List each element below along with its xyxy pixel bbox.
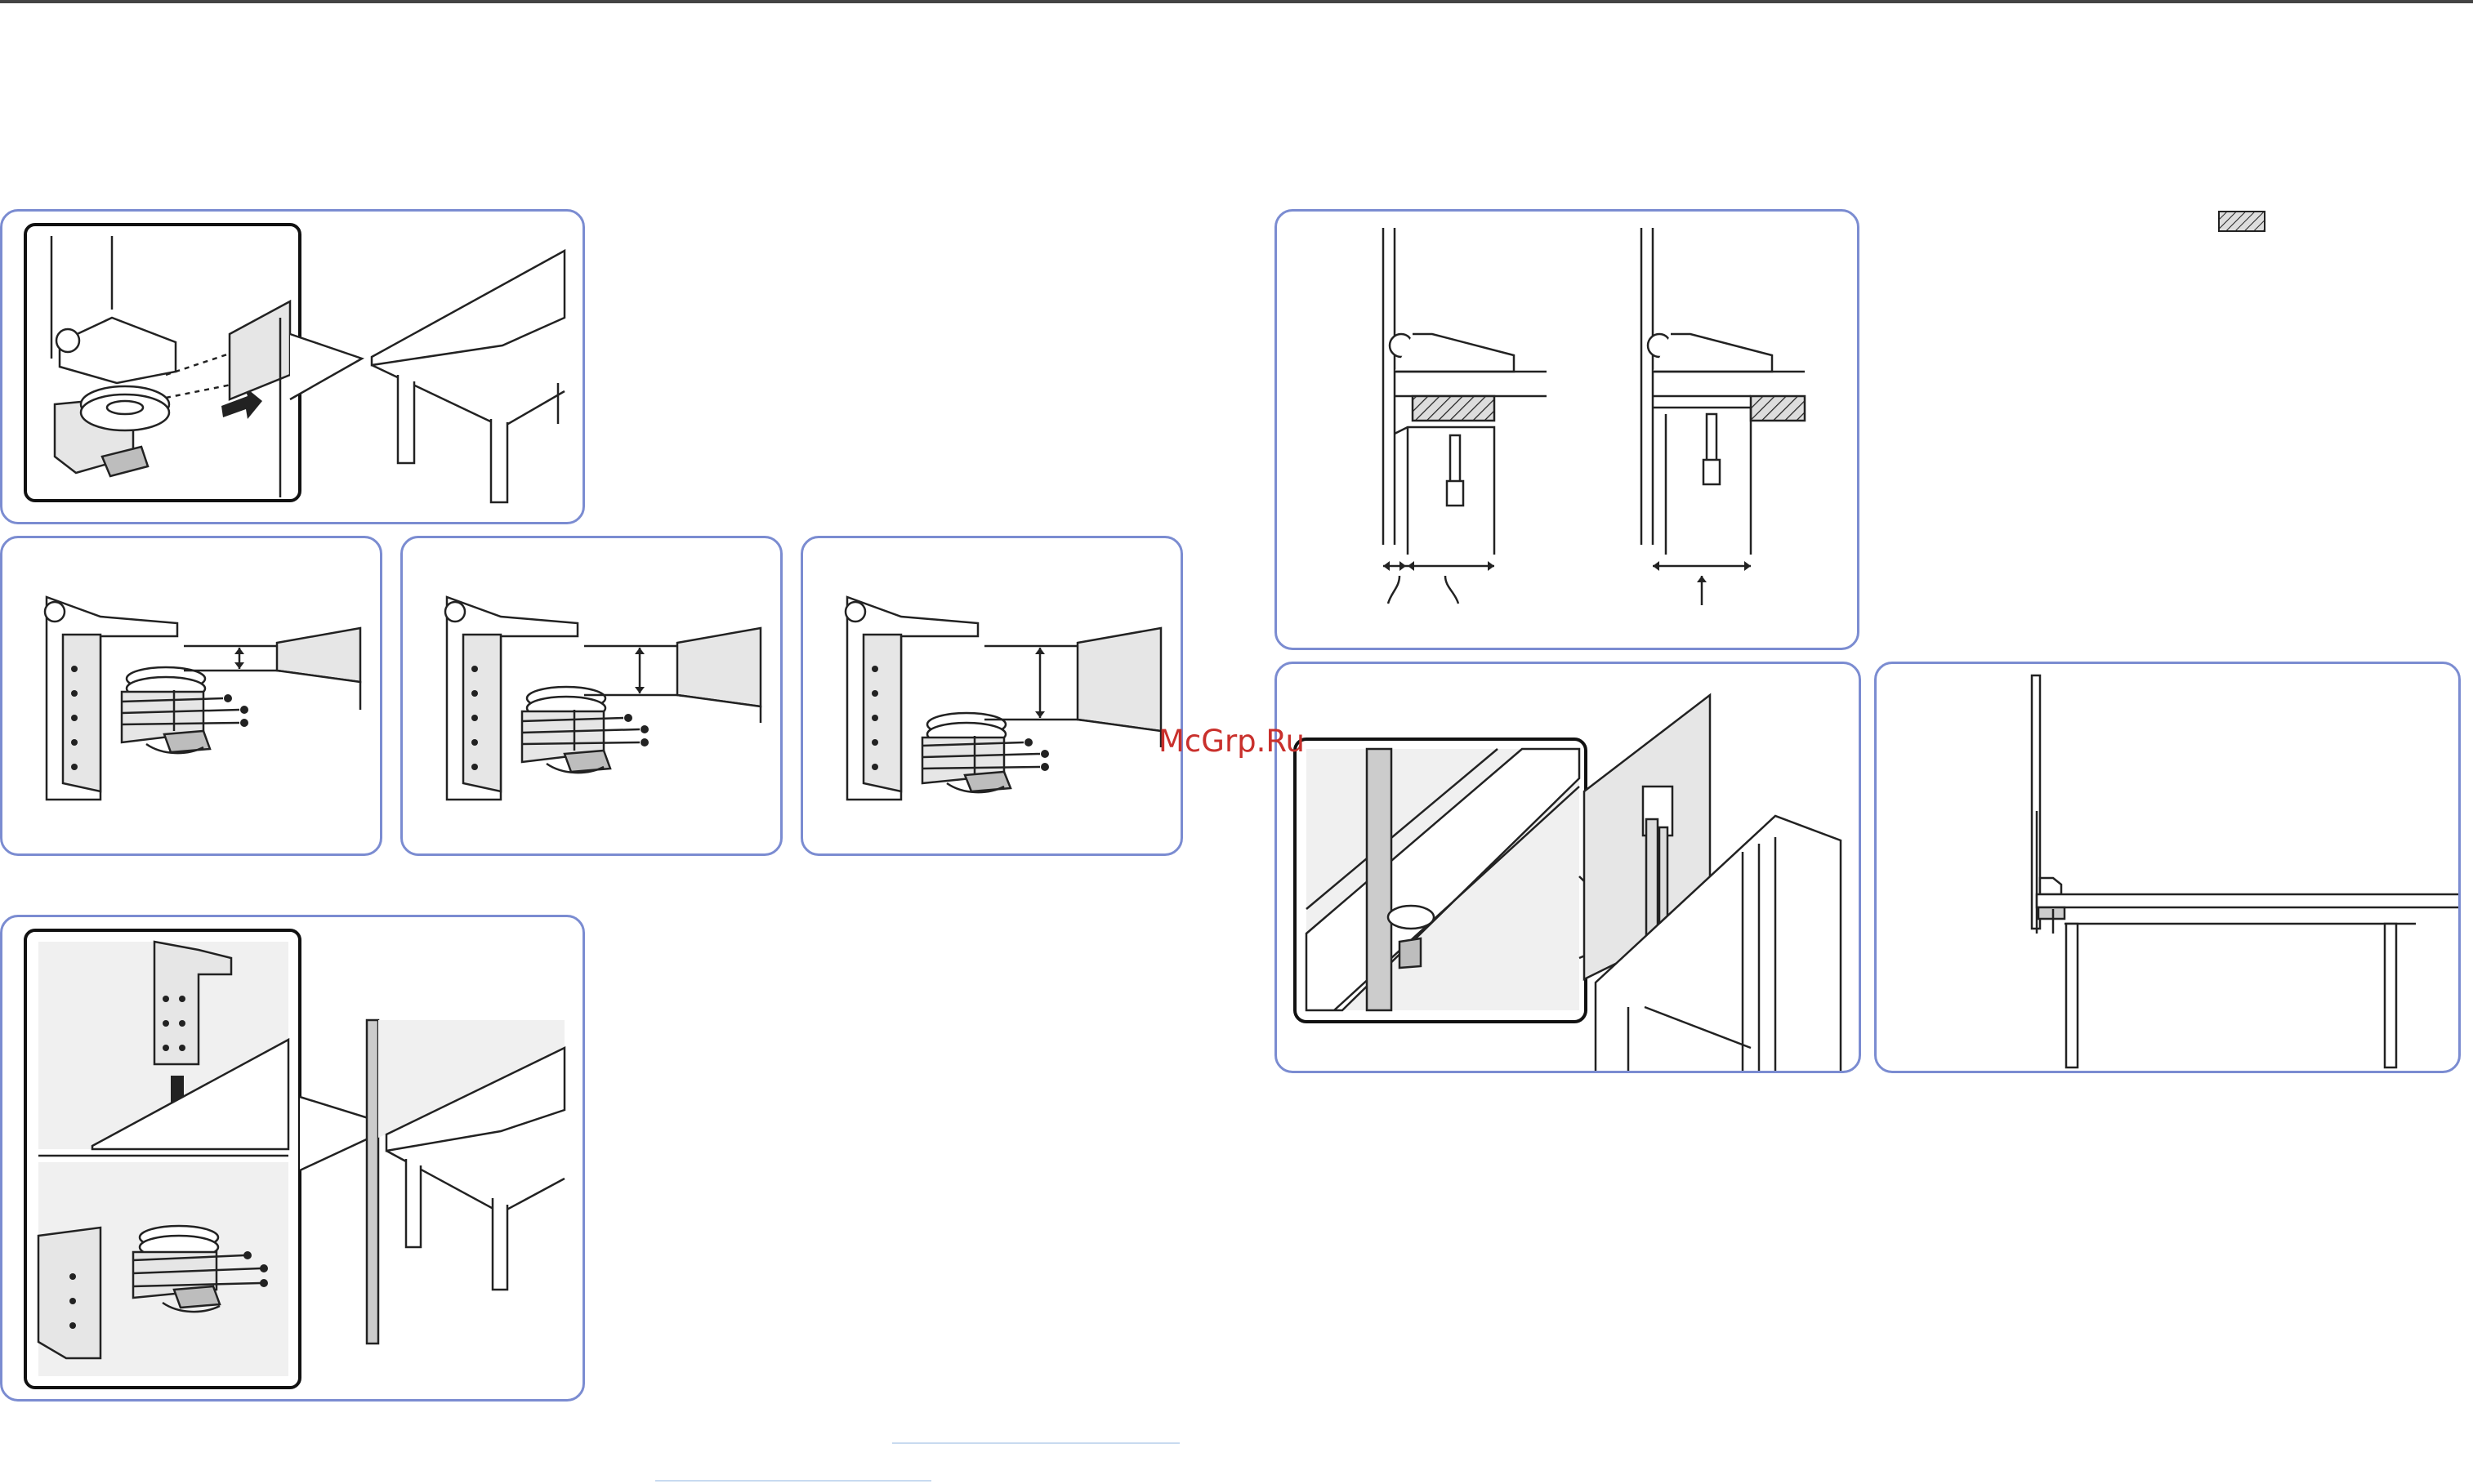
adjust-thick-illustration	[803, 538, 1183, 856]
figure-adjust-medium	[400, 536, 783, 856]
adjust-medium-illustration	[403, 538, 783, 856]
side-view-installed-illustration	[1877, 664, 2461, 1073]
clearance-dimensions-illustration	[1277, 212, 1859, 650]
footer-link-underline-1	[892, 1442, 1180, 1444]
figure-attach-clamp	[0, 209, 585, 524]
hatch-legend-swatch	[2218, 211, 2265, 232]
hook-on-edge-illustration	[2, 917, 585, 1402]
figure-hook-on-edge	[0, 915, 585, 1402]
footer-link-underline-2	[655, 1480, 931, 1482]
figure-desk-mount-detail	[1274, 662, 1861, 1073]
figure-clearance-dimensions	[1274, 209, 1859, 650]
desk-mount-detail-illustration	[1277, 664, 1861, 1073]
top-rule	[0, 0, 2473, 3]
adjust-thin-illustration	[2, 538, 382, 856]
figure-side-view-installed	[1874, 662, 2461, 1073]
attach-clamp-illustration	[2, 212, 585, 524]
figure-adjust-thin	[0, 536, 382, 856]
figure-adjust-thick	[801, 536, 1183, 856]
watermark: McGrp.Ru	[1158, 724, 1305, 759]
